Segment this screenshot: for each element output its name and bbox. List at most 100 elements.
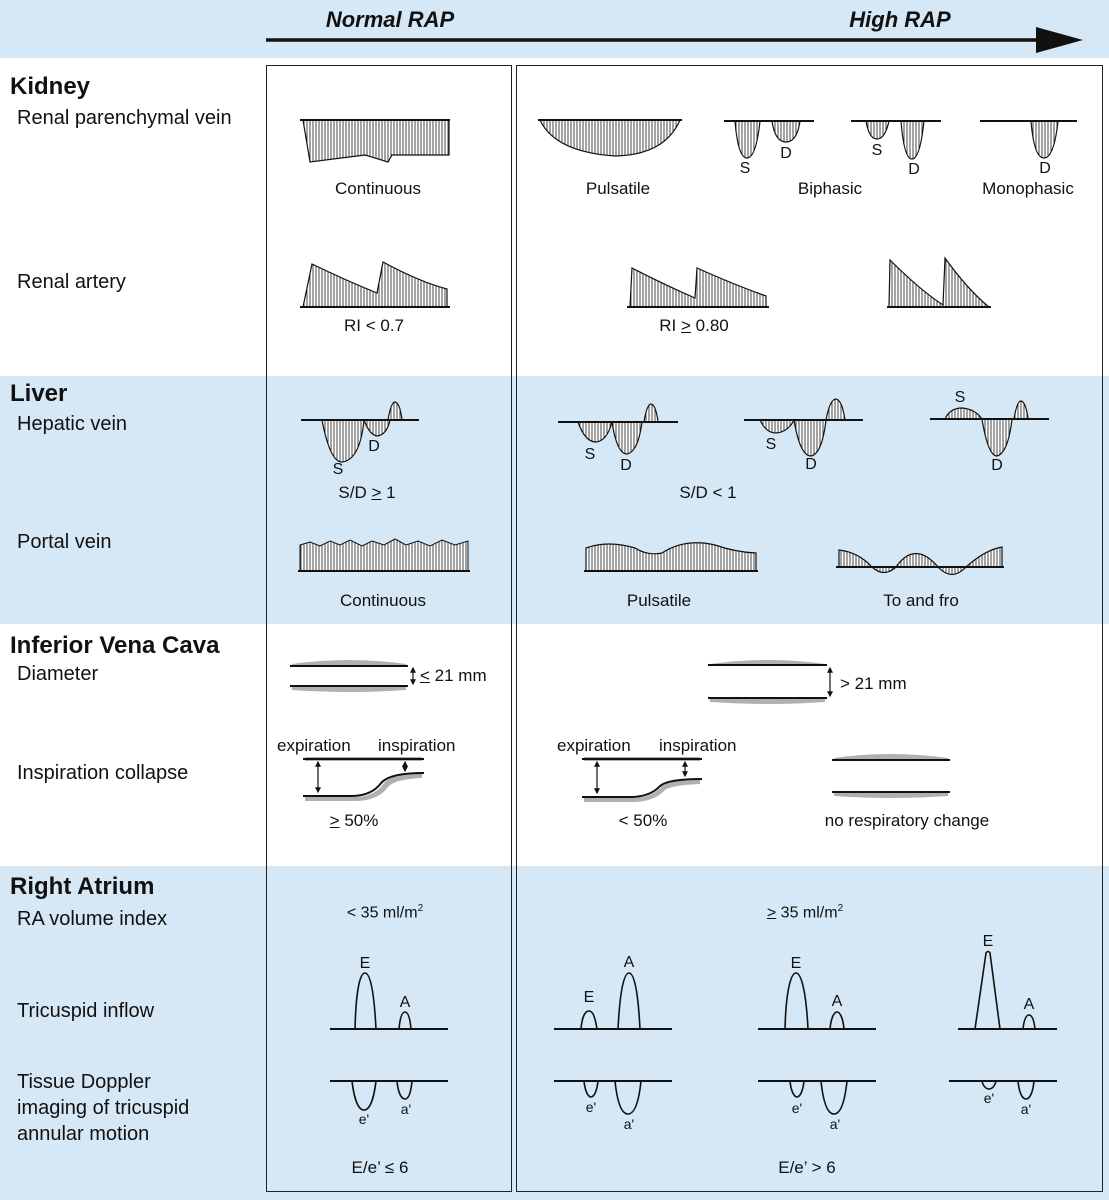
label-sd-normal: S/D > 1 [338, 483, 396, 502]
section-liver: Liver [10, 380, 68, 407]
renal-vein-biphasic-wave-1 [724, 120, 814, 159]
letter-d-biphasic-2: D [908, 161, 920, 178]
label-renal-vein-biphasic: Biphasic [797, 179, 863, 198]
label-renal-vein-continuous: Continuous [334, 179, 422, 198]
row-portal-vein: Portal vein [17, 531, 112, 553]
letter-a-high-2: A [831, 993, 843, 1010]
letter-a-high-3: A [1023, 996, 1035, 1013]
tdi-normal-wave [330, 1080, 448, 1111]
label-inspiration-normal: inspiration [378, 736, 456, 755]
label-expiration-high: expiration [557, 736, 631, 755]
label-portal-continuous: Continuous [339, 591, 427, 610]
hepatic-vein-high-wave-1 [558, 403, 678, 455]
letter-e-prime-high-3: e' [983, 1090, 995, 1106]
letter-s-hepatic-high-3: S [954, 389, 966, 406]
section-kidney: Kidney [10, 73, 91, 100]
label-collapse-high: < 50% [618, 811, 668, 830]
letter-e-high-2: E [790, 955, 802, 972]
label-ravi-high: > 35 ml/m2 [766, 903, 844, 922]
renal-artery-normal-wave [300, 261, 450, 308]
letter-s-biphasic-2: S [871, 142, 883, 159]
letter-a-prime-high-3: a' [1020, 1101, 1032, 1117]
row-inspiration-collapse: Inspiration collapse [17, 762, 189, 784]
letter-s-hepatic-normal: S [332, 461, 344, 478]
ivc-collapse-high-partial [582, 757, 703, 802]
ivc-collapse-normal [303, 757, 425, 801]
row-diameter: Diameter [17, 663, 99, 685]
letter-e-prime-normal: e' [358, 1111, 370, 1127]
label-ri-normal: RI < 0.7 [343, 316, 405, 335]
label-expiration-normal: expiration [277, 736, 351, 755]
letter-a-normal: A [399, 994, 411, 1011]
hepatic-vein-high-wave-2 [744, 398, 863, 457]
hepatic-vein-high-wave-3 [930, 400, 1049, 457]
hepatic-vein-normal-wave [301, 401, 419, 463]
renal-vein-biphasic-wave-2 [851, 120, 941, 160]
row-renal-vein: Renal parenchymal vein [17, 107, 232, 129]
letter-d-biphasic-1: D [780, 145, 792, 162]
label-diameter-normal: < 21 mm [420, 666, 487, 685]
ivc-diameter-normal [290, 660, 416, 692]
renal-artery-high-wave-1 [627, 267, 769, 308]
portal-vein-to-and-fro-wave [836, 546, 1004, 576]
letter-d-hepatic-high-3: D [991, 457, 1003, 474]
label-ee-high: E/e’ > 6 [778, 1158, 836, 1177]
label-diameter-high: > 21 mm [840, 674, 907, 693]
right-atrium-band [0, 866, 1109, 1200]
renal-vein-pulsatile-wave [538, 119, 682, 157]
label-ri-high: RI > 0.80 [659, 316, 729, 335]
label-ee-normal: E/e’ ≤ 6 [351, 1158, 409, 1177]
letter-d-hepatic-normal: D [368, 438, 380, 455]
letter-d-monophasic: D [1039, 160, 1051, 177]
tdi-high-wave-3 [949, 1080, 1057, 1100]
ivc-diameter-high [708, 660, 833, 704]
high-rap-header: High RAP [849, 7, 951, 32]
letter-d-hepatic-high-1: D [620, 457, 632, 474]
label-inspiration-high: inspiration [659, 736, 737, 755]
row-tdi-line3: annular motion [17, 1123, 150, 1145]
ivc-collapse-high-none [832, 754, 950, 798]
section-ivc: Inferior Vena Cava [10, 632, 220, 659]
section-right-atrium: Right Atrium [10, 873, 155, 900]
label-ravi-normal: < 35 ml/m2 [346, 903, 424, 922]
row-tdi-line1: Tissue Doppler [17, 1071, 151, 1093]
letter-e-normal: E [359, 955, 371, 972]
label-no-respiratory-change: no respiratory change [824, 811, 990, 830]
letter-s-biphasic-1: S [739, 160, 751, 177]
tricuspid-high-wave-1 [554, 972, 672, 1030]
tdi-high-wave-2 [758, 1080, 876, 1115]
row-ra-volume-index: RA volume index [17, 908, 168, 930]
label-collapse-normal: > 50% [329, 811, 379, 830]
portal-vein-continuous-wave [298, 538, 470, 572]
row-renal-artery: Renal artery [17, 271, 126, 293]
letter-s-hepatic-high-1: S [584, 446, 596, 463]
letter-a-prime-high-2: a' [829, 1116, 841, 1132]
label-renal-vein-pulsatile: Pulsatile [585, 179, 651, 198]
letter-e-high-3: E [982, 933, 994, 950]
label-portal-pulsatile: Pulsatile [626, 591, 692, 610]
rap-arrow [266, 27, 1083, 53]
tricuspid-high-wave-3 [958, 950, 1057, 1030]
liver-band [0, 376, 1109, 624]
renal-artery-high-wave-2 [887, 256, 991, 308]
row-tdi-line2: imaging of tricuspid [17, 1097, 190, 1119]
renal-vein-monophasic-wave [980, 120, 1077, 159]
label-sd-high: S/D < 1 [679, 483, 737, 502]
letter-d-hepatic-high-2: D [805, 456, 817, 473]
renal-vein-continuous-wave [300, 119, 450, 163]
normal-rap-column [266, 65, 512, 1192]
label-renal-vein-monophasic: Monophasic [982, 179, 1074, 198]
letter-e-prime-high-2: e' [791, 1100, 803, 1116]
row-tricuspid-inflow: Tricuspid inflow [17, 1000, 155, 1022]
tricuspid-normal-wave [330, 972, 448, 1030]
letter-a-prime-high-1: a' [623, 1116, 635, 1132]
letter-e-prime-high-1: e' [585, 1099, 597, 1115]
row-hepatic-vein: Hepatic vein [17, 413, 128, 435]
letter-s-hepatic-high-2: S [765, 436, 777, 453]
letter-e-high-1: E [583, 989, 595, 1006]
high-rap-column [516, 65, 1103, 1192]
tricuspid-high-wave-2 [758, 972, 876, 1030]
portal-vein-pulsatile-wave [584, 542, 758, 572]
letter-a-high-1: A [623, 954, 635, 971]
